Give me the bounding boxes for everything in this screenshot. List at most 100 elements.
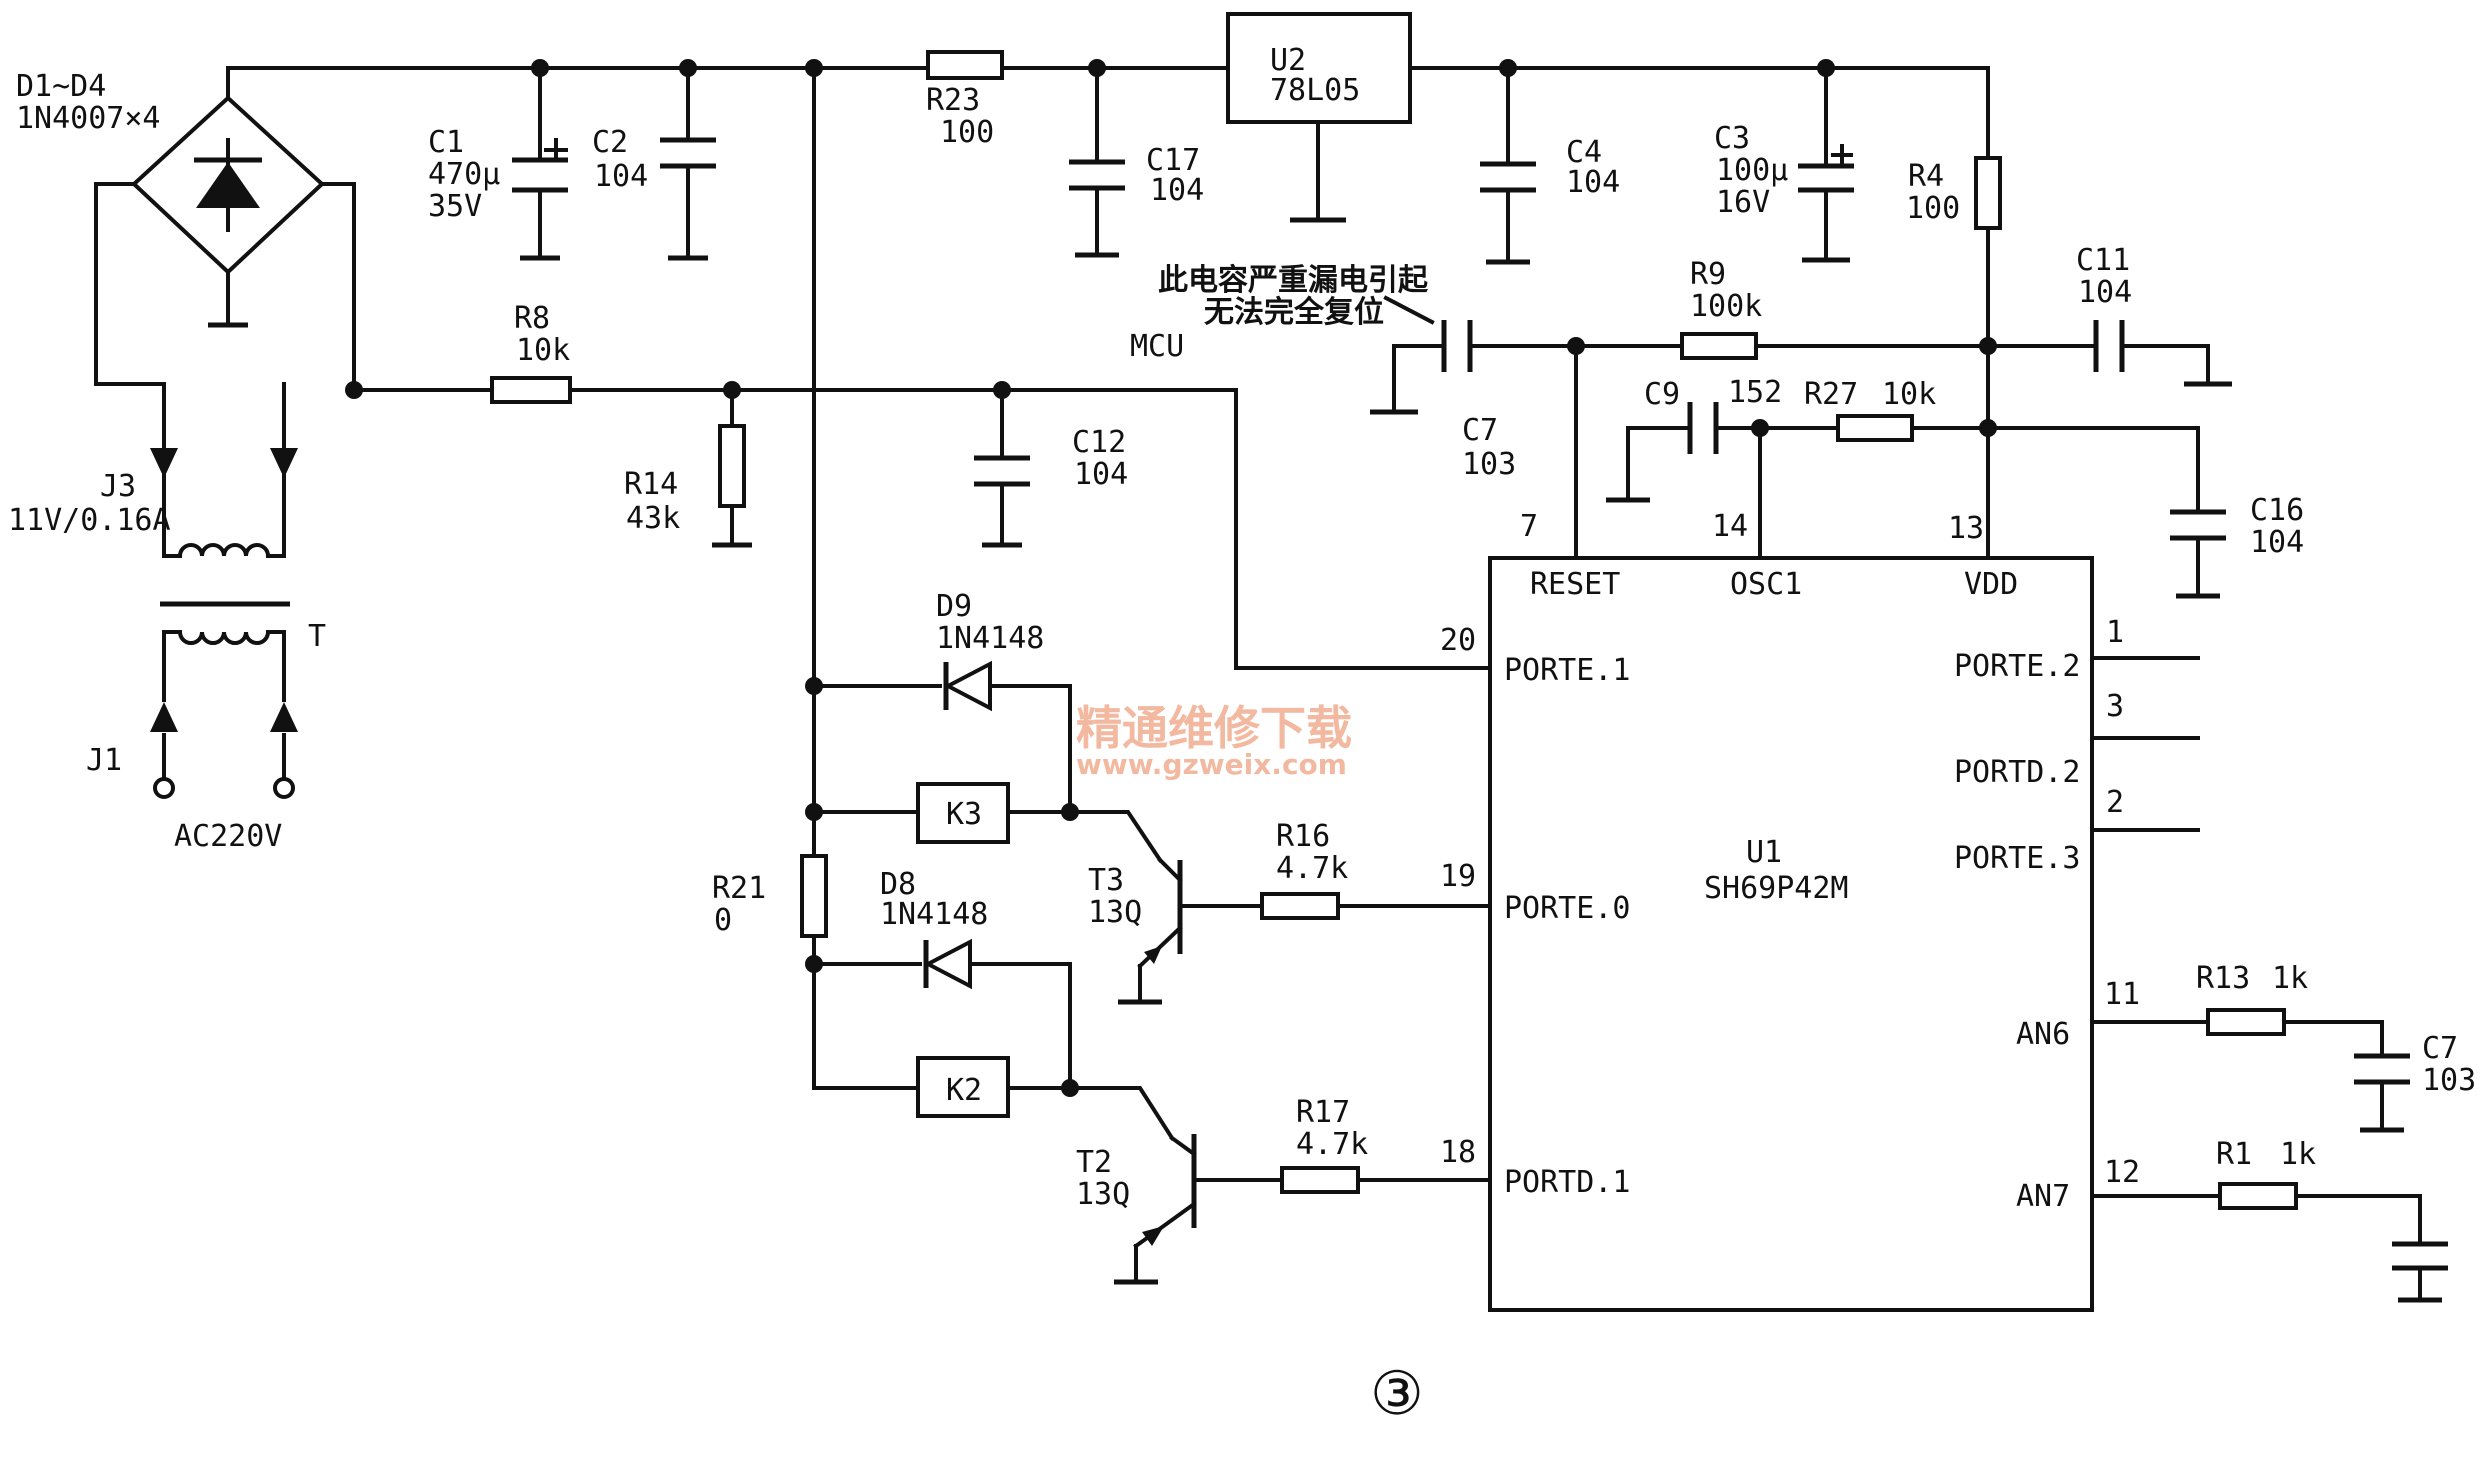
label-c3: C3 — [1714, 121, 1750, 156]
label-c7a-val: 103 — [1462, 447, 1516, 482]
label-r8-val: 10k — [516, 333, 570, 368]
label-d1-d4-part: 1N4007×4 — [16, 101, 161, 136]
pin-20: 20 — [1440, 623, 1476, 658]
pin-name-porte1: PORTE.1 — [1504, 653, 1630, 688]
label-u2-part: 78L05 — [1270, 73, 1360, 108]
label-j3-spec: 11V/0.16A — [8, 503, 171, 538]
label-r4: R4 — [1908, 159, 1944, 194]
pin-2: 2 — [2106, 785, 2124, 820]
label-c11: C11 — [2076, 243, 2130, 278]
k3-relay — [916, 782, 1010, 844]
label-c9-val: 152 — [1728, 375, 1782, 410]
label-c3-val: 100μ — [1716, 153, 1788, 188]
label-r17-val: 4.7k — [1296, 1127, 1368, 1162]
label-c7b: C7 — [2422, 1031, 2458, 1066]
label-c11-val: 104 — [2078, 275, 2132, 310]
diodes — [923, 660, 992, 990]
label-r9-val: 100k — [1690, 289, 1762, 324]
pin-name-portd1: PORTD.1 — [1504, 1165, 1630, 1200]
label-d8-part: 1N4148 — [880, 897, 988, 932]
ground-symbols — [208, 217, 2442, 1303]
label-c9: C9 — [1644, 377, 1680, 412]
label-ac: AC220V — [174, 819, 282, 854]
label-d8: D8 — [880, 867, 916, 902]
label-k2: K2 — [946, 1073, 982, 1108]
label-c7a: C7 — [1462, 413, 1498, 448]
label-t3-part: 13Q — [1088, 895, 1142, 930]
label-r13: R13 — [2196, 961, 2250, 996]
label-t2-part: 13Q — [1076, 1177, 1130, 1212]
label-c17: C17 — [1146, 143, 1200, 178]
r9-body — [1680, 332, 1758, 360]
label-r14-val: 43k — [626, 501, 680, 536]
label-j3: J3 — [100, 469, 136, 504]
r16-body — [1260, 892, 1340, 920]
note-line-2: 无法完全复位 — [1204, 295, 1384, 330]
note-line-1: 此电容严重漏电引起 — [1158, 263, 1429, 298]
label-r1: R1 — [2216, 1137, 2252, 1172]
pin-name-an6: AN6 — [2016, 1017, 2070, 1052]
label-u1: U1 — [1746, 835, 1782, 870]
label-t2: T2 — [1076, 1145, 1112, 1180]
pin-3: 3 — [2106, 689, 2124, 724]
label-r14: R14 — [624, 467, 678, 502]
label-t: T — [308, 619, 326, 654]
r8-body — [490, 376, 572, 404]
pin-11: 11 — [2104, 977, 2140, 1012]
label-r17: R17 — [1296, 1095, 1350, 1130]
r23-body — [926, 50, 1004, 80]
pin-name-porte3: PORTE.3 — [1954, 841, 2080, 876]
r1-body — [2218, 1182, 2298, 1210]
label-r23: R23 — [926, 83, 980, 118]
pin-13: 13 — [1948, 511, 1984, 546]
pin-name-vdd: VDD — [1964, 567, 2018, 602]
watermark-url: www.gzweix.com — [1076, 748, 1347, 781]
label-r4-val: 100 — [1906, 191, 1960, 226]
figure-number: ③ — [1370, 1359, 1424, 1429]
label-c16-val: 104 — [2250, 525, 2304, 560]
label-c7b-val: 103 — [2422, 1063, 2476, 1098]
label-r27: R27 — [1804, 377, 1858, 412]
relays — [916, 782, 1010, 1118]
label-c4-val: 104 — [1566, 165, 1620, 200]
watermark-cn: 精通维修下载 — [1076, 701, 1352, 755]
pin-1: 1 — [2106, 615, 2124, 650]
label-c12: C12 — [1072, 425, 1126, 460]
r14-body — [718, 424, 746, 508]
label-c16: C16 — [2250, 493, 2304, 528]
note-pointer — [1383, 295, 1435, 325]
capacitors — [512, 137, 2448, 1271]
j3-connector — [150, 448, 298, 478]
label-r13-val: 1k — [2272, 961, 2308, 996]
pin-name-osc1: OSC1 — [1730, 567, 1802, 602]
label-r1-val: 1k — [2280, 1137, 2316, 1172]
label-r27-val: 10k — [1882, 377, 1936, 412]
r17-body — [1280, 1166, 1360, 1194]
label-d1-d4: D1~D4 — [16, 69, 106, 104]
pin-name-portd2: PORTD.2 — [1954, 755, 2080, 790]
pin-name-porte2: PORTE.2 — [1954, 649, 2080, 684]
pin-name-an7: AN7 — [2016, 1179, 2070, 1214]
label-j1: J1 — [86, 743, 122, 778]
label-r9: R9 — [1690, 257, 1726, 292]
labels: D1~D4 1N4007×4 J3 11V/0.16A T J1 AC220V … — [8, 43, 2476, 1429]
label-c12-val: 104 — [1074, 457, 1128, 492]
pin-name-reset: RESET — [1530, 567, 1620, 602]
pin-14: 14 — [1712, 509, 1748, 544]
bridge-rectifier — [131, 95, 325, 275]
transistors — [1133, 857, 1197, 1249]
label-c1-volt: 35V — [428, 189, 482, 224]
pin-12: 12 — [2104, 1155, 2140, 1190]
transformer — [160, 543, 290, 645]
label-c3-volt: 16V — [1716, 185, 1770, 220]
k2-relay — [916, 1056, 1010, 1118]
label-r21-val: 0 — [714, 903, 732, 938]
label-c2-val: 104 — [594, 159, 648, 194]
label-r8: R8 — [514, 301, 550, 336]
resistors — [490, 50, 2298, 1210]
r13-body — [2206, 1008, 2286, 1036]
pin-18: 18 — [1440, 1135, 1476, 1170]
pin-name-porte0: PORTE.0 — [1504, 891, 1630, 926]
label-c2: C2 — [592, 125, 628, 160]
